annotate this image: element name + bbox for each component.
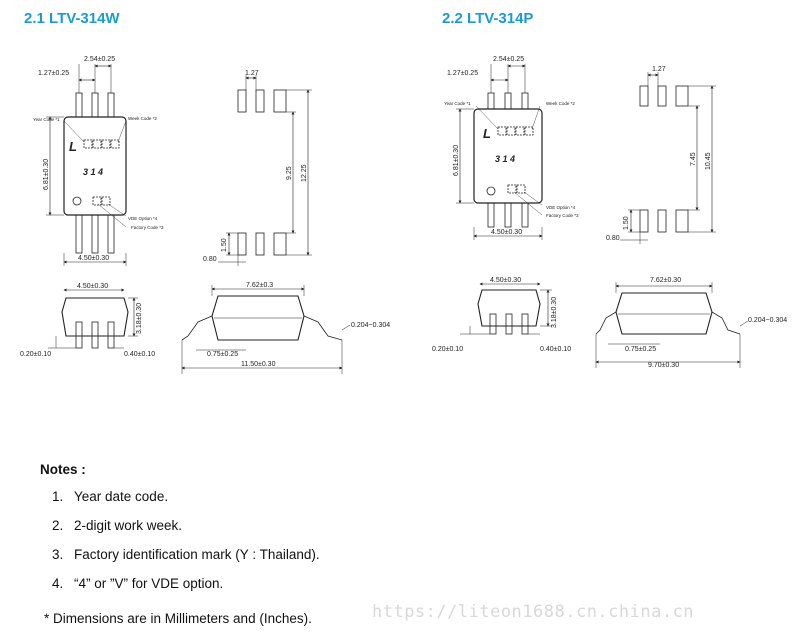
note-item: 3. Factory identification mark (Y : Thail… — [52, 547, 320, 562]
front-view-314p — [460, 282, 552, 335]
note-item: 2. 2-digit work week. — [52, 518, 320, 533]
note-number: 4. — [52, 576, 64, 591]
watermark-text: https://liteon1688.cn.china.cn — [372, 602, 695, 622]
dimensions-footnote: * Dimensions are in Millimeters and (Inc… — [44, 611, 312, 626]
notes-list: 1. Year date code. 2. 2-digit work week. 3… — [40, 489, 320, 591]
front-view-314w — [48, 288, 138, 349]
profile-view-314p — [595, 282, 749, 368]
notes-title: Notes : — [40, 462, 86, 477]
dim-pad-314p: 1.27 — [652, 66, 666, 73]
dim-pad-len-314p: 1.50 — [623, 216, 630, 230]
top-view-314w — [46, 64, 127, 266]
dim-lead-pitch-314p: 1.27±0.25 — [447, 70, 478, 77]
dim-front-width-314w: 4.50±0.30 — [77, 283, 108, 290]
note-text: Year date code. — [74, 489, 169, 504]
dim-lead-pitch-314w: 1.27±0.25 — [38, 70, 69, 77]
label-week-code-314p: Week Code *2 — [546, 101, 575, 106]
side-view-314p — [620, 72, 716, 244]
dim-front-height-314w: 3.18±0.30 — [136, 303, 143, 334]
dim-overall-314w: 11.50±0.30 — [241, 361, 276, 368]
dim-standoff-314p: 0.20±0.10 — [432, 346, 463, 353]
dim-lead-314p: 0.40±0.10 — [540, 346, 571, 353]
side-view-314w — [218, 75, 312, 266]
note-number: 3. — [52, 547, 64, 562]
dim-pitch-314p: 2.54±0.25 — [493, 56, 524, 63]
marking-l-314p: L — [483, 126, 491, 141]
dim-foot-314w: 0.75±0.25 — [207, 351, 238, 358]
note-number: 2. — [52, 518, 64, 533]
marking-l-314w: L — [69, 139, 77, 154]
note-item: 4. “4” or ”V” for VDE option. — [52, 576, 320, 591]
dim-pad-gap-314p: 0.80 — [606, 235, 620, 242]
dim-front-height-314p: 3.18±0.30 — [551, 297, 558, 328]
top-view-314p — [456, 64, 543, 240]
note-text: “4” or ”V” for VDE option. — [74, 576, 224, 591]
label-week-code-314w: Week Code *2 — [128, 116, 157, 121]
dim-foot-314p: 0.75±0.25 — [625, 346, 656, 353]
dim-thickness-314w: 0.204~0.304 — [351, 322, 390, 329]
section-title-314p: 2.2 LTV-314P — [442, 10, 534, 27]
dim-span-314w: 9.25 — [286, 166, 293, 180]
label-vde-314p: VDE Option *4 — [546, 205, 576, 210]
dim-total-314w: 12.25 — [301, 164, 308, 182]
dim-height-314w: 6.81±0.30 — [43, 159, 50, 190]
label-year-code-314p: Year Code *1 — [444, 101, 471, 106]
label-factory-314p: Factory Code *3 — [546, 213, 579, 218]
dim-body-314w: 7.62±0.3 — [246, 282, 273, 289]
dim-pad-len-314w: 1.50 — [221, 238, 228, 252]
dim-overall-314p: 9.70±0.30 — [648, 362, 679, 369]
dim-total-314p: 10.45 — [705, 152, 712, 170]
label-factory-314w: Factory Code *3 — [131, 225, 164, 230]
dim-pitch-314w: 2.54±0.25 — [84, 56, 115, 63]
dim-height-314p: 6.81±0.30 — [453, 145, 460, 176]
label-year-code-314w: Year Code *1 — [33, 117, 60, 122]
note-text: 2-digit work week. — [74, 518, 183, 533]
dim-pad-gap-314w: 0.80 — [203, 256, 217, 263]
dim-width-314p: 4.50±0.30 — [491, 229, 522, 236]
dim-width-314w: 4.50±0.30 — [78, 255, 109, 262]
marking-part-314w: 3 1 4 — [83, 167, 103, 177]
section-title-314w: 2.1 LTV-314W — [24, 10, 120, 27]
dim-span-314p: 7.45 — [690, 152, 697, 166]
note-number: 1. — [52, 489, 64, 504]
notes-section: Notes : 1. Year date code. 2. 2-digit work… — [40, 462, 320, 605]
note-item: 1. Year date code. — [52, 489, 320, 504]
marking-part-314p: 3 1 4 — [495, 154, 515, 164]
dim-thickness-314p: 0.204~0.304 — [748, 317, 787, 324]
dim-front-width-314p: 4.50±0.30 — [490, 277, 521, 284]
dim-standoff-314w: 0.20±0.10 — [20, 351, 51, 358]
label-vde-314w: VDE Option *4 — [128, 216, 158, 221]
dim-pad-314w: 1.27 — [245, 70, 259, 77]
dim-lead-314w: 0.40±0.10 — [124, 351, 155, 358]
profile-view-314w — [181, 285, 351, 374]
note-text: Factory identification mark (Y : Thailan… — [74, 547, 320, 562]
dim-body-314p: 7.62±0.30 — [650, 277, 681, 284]
